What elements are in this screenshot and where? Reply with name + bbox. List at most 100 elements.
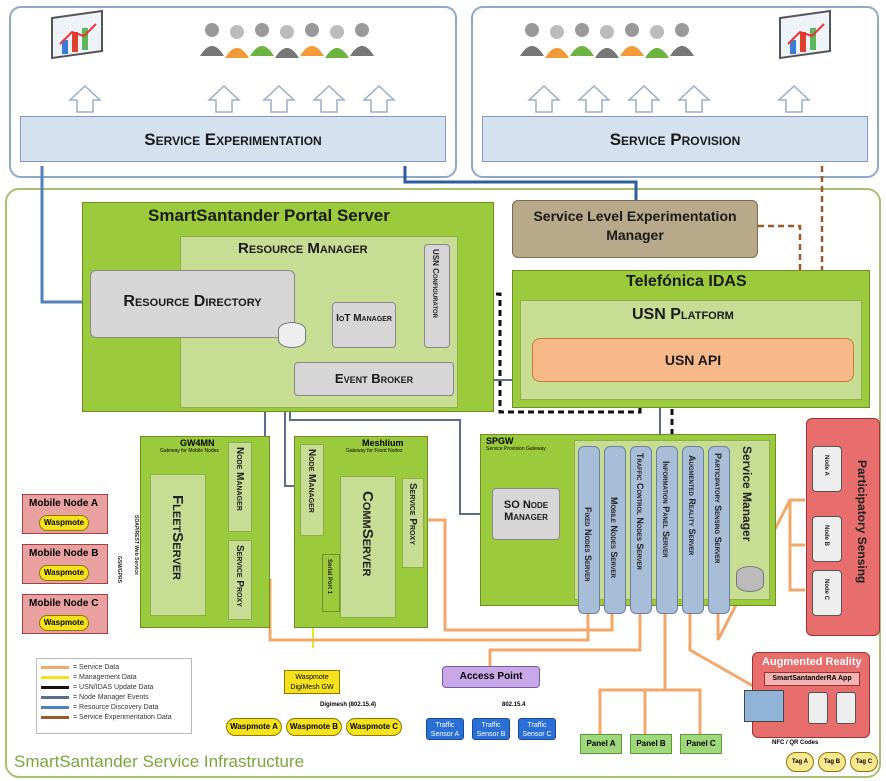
information-panel-server[interactable]: Information Panel Server [656,446,678,614]
nfc-qr-label: NFC / QR Codes [772,740,819,746]
mobile-node-c[interactable]: Mobile Node C Waspmote [22,594,108,634]
fixed-nodes-server[interactable]: Fixed Nodes Server [578,446,600,614]
legend-label: = Service Data [73,663,120,671]
mobile-node-b-waspmote: Waspmote [39,565,89,581]
waspmote-a[interactable]: Waspmote A [226,718,282,736]
panel-a[interactable]: Panel A [580,734,622,754]
augmented-reality-title: Augmented Reality [762,656,862,668]
service-provision-bar[interactable]: Service Provision [482,116,868,162]
usn-api[interactable]: USN API [532,338,854,382]
resource-directory[interactable]: Resource Directory [90,270,295,338]
iot-manager[interactable]: IoT Manager [332,302,396,348]
gsm-gprs-label: GSM/GPRS [116,556,122,583]
augmented-reality-server[interactable]: Augmented Reality Server [682,446,704,614]
legend-item: = Node Manager Events [41,692,187,702]
serial-port[interactable]: Serial Port 1 [322,554,340,612]
comm-server-label: CommServer [359,491,376,577]
participatory-sensing-server[interactable]: Participatory Sensing Server [708,446,730,614]
comm-server[interactable]: CommServer [340,476,396,618]
legend-swatch [41,705,69,709]
spgw-subtitle: Service Provision Gateway [486,446,546,452]
service-manager-database-icon [736,566,764,592]
legend-label: = Resource Discovery Data [73,703,159,711]
meshlium-service-proxy-label: Service Proxy [407,483,418,545]
legend-swatch [41,695,69,699]
database-icon [278,322,306,348]
waspmote-b[interactable]: Waspmote B [286,718,342,736]
traffic-sensor-b[interactable]: Traffic Sensor B [472,718,510,740]
phone-node-c[interactable]: Node C [812,570,842,616]
ar-city-image [744,690,784,722]
waspmote-digimesh-gw[interactable]: Waspmote DigiMesh GW [284,670,340,694]
usn-configurator-label: USN Configurator [431,249,440,318]
mobile-node-a[interactable]: Mobile Node A Waspmote [22,494,108,534]
mobile-node-c-waspmote: Waspmote [39,615,89,631]
meshlium-service-proxy[interactable]: Service Proxy [402,478,424,568]
participatory-sensing-title: Participatory Sensing [855,460,869,584]
traffic-sensor-c[interactable]: Traffic Sensor C [518,718,556,740]
legend-swatch [41,675,69,679]
event-broker[interactable]: Event Broker [294,362,454,396]
so-node-manager[interactable]: SO Node Manager [492,488,560,540]
resource-manager-title: Resource Manager [238,240,368,257]
smartsantander-ra-app[interactable]: SmartSantanderRA App [764,672,860,686]
waspmote-c[interactable]: Waspmote C [346,718,402,736]
legend: = Service Data = Management Data = USN/I… [36,658,192,734]
service-experimentation-bar[interactable]: Service Experimentation [20,116,446,162]
meshlium-title: Meshlium [362,438,404,448]
meshlium-subtitle: Gateway for Fixed Nodes [346,448,403,454]
gw4mn-node-manager-label: Node Manager [234,447,245,511]
legend-label: = Node Manager Events [73,693,149,701]
ap-protocol-label: 802.15.4 [502,702,526,708]
mobile-node-a-waspmote: Waspmote [39,515,89,531]
panel-c[interactable]: Panel C [680,734,722,754]
service-manager-label: Service Manager [740,446,754,542]
augmented-reality-server-label: Augmented Reality Server [687,455,697,556]
tag-c[interactable]: Tag C [850,752,878,772]
participatory-sensing-server-label: Participatory Sensing Server [713,453,723,564]
ar-phone-1[interactable] [808,692,828,724]
legend-label: = USN/IDAS Update Data [73,683,154,691]
panel-b[interactable]: Panel B [630,734,672,754]
phone-node-a-label: Node A [823,455,829,476]
legend-item: = Service Data [41,662,187,672]
tag-a[interactable]: Tag A [786,752,814,772]
legend-swatch [41,715,69,719]
phone-node-b-label: Node B [823,525,829,546]
fleet-server-label: FleetServer [169,495,186,580]
fixed-nodes-server-label: Fixed Nodes Server [583,507,593,582]
digimesh-label: Digimesh (802.15.4) [320,702,377,708]
ar-phone-2[interactable] [836,692,856,724]
access-point[interactable]: Access Point [442,666,540,688]
fleet-server[interactable]: FleetServer [150,474,206,616]
traffic-control-nodes-server-label: Traffic Control Nodes Server [635,453,645,570]
idas-title: Telefónica IDAS [626,273,747,290]
traffic-control-nodes-server[interactable]: Traffic Control Nodes Server [630,446,652,614]
legend-item: = USN/IDAS Update Data [41,682,187,692]
mobile-nodes-server-label: Mobile Nodes Server [609,497,619,578]
tag-b[interactable]: Tag B [818,752,846,772]
phone-node-c-label: Node C [823,579,829,600]
gw4mn-node-manager[interactable]: Node Manager [228,442,252,532]
spgw-title: SPGW [486,436,514,446]
legend-label: = Service Experimentation Data [73,713,172,721]
mobile-node-c-label: Mobile Node C [29,598,99,609]
mobile-node-b[interactable]: Mobile Node B Waspmote [22,544,108,584]
traffic-sensor-a[interactable]: Traffic Sensor A [426,718,464,740]
mobile-nodes-server[interactable]: Mobile Nodes Server [604,446,626,614]
meshlium-node-manager[interactable]: Node Manager [300,444,324,536]
meshlium-node-manager-label: Node Manager [306,449,317,513]
service-level-experimentation-manager[interactable]: Service Level Experimentation Manager [512,200,758,258]
mobile-node-b-label: Mobile Node B [29,548,99,559]
phone-node-a[interactable]: Node A [812,446,842,492]
phone-node-b[interactable]: Node B [812,516,842,562]
gw4mn-service-proxy[interactable]: Service Proxy [228,540,252,620]
legend-swatch [41,685,69,689]
legend-item: = Management Data [41,672,187,682]
soap-rest-label: SOAP/REST Web Service [133,515,139,575]
usn-configurator[interactable]: USN Configurator [424,244,450,348]
legend-item: = Resource Discovery Data [41,702,187,712]
legend-label: = Management Data [73,673,137,681]
serial-port-label: Serial Port 1 [326,559,332,595]
infrastructure-label: SmartSantander Service Infrastructure [14,752,305,771]
